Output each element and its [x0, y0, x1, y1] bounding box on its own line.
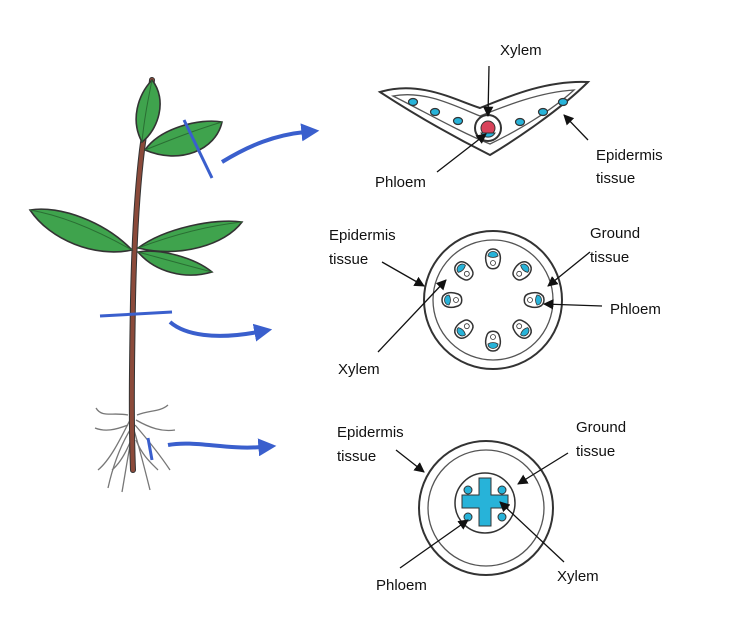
leaf-phloem-label: Phloem [375, 174, 426, 191]
root-epidermis-label-line1: Epidermis [337, 424, 404, 441]
root-xylem-cross [461, 477, 509, 527]
leaf-upper-right [143, 120, 223, 157]
root-cross-section [418, 440, 554, 576]
arrow-to-leaf-section [220, 123, 320, 164]
leaf-left [28, 208, 134, 253]
arrow-to-root-section [167, 438, 277, 457]
leaf-right [136, 220, 244, 253]
stem-cross-section [423, 230, 563, 370]
root-ground-label-line1: Ground [576, 419, 626, 436]
leaf-cut-line [182, 119, 214, 179]
stem-vascular-bundle [512, 261, 532, 281]
stem-vascular-bundle [454, 261, 474, 281]
stem-vascular-bundle [441, 291, 463, 309]
root-section-labels: Epidermis tissue Ground tissue Phloem Xy… [337, 419, 626, 594]
stem-epidermis-label-line1: Epidermis [329, 227, 396, 244]
stem-ground-label-line1: Ground [590, 225, 640, 242]
root-cut-line [146, 437, 154, 461]
stem-vascular-bundle [523, 291, 545, 309]
leaf-top [135, 78, 161, 144]
leaf-epidermis-label-line1: Epidermis [596, 147, 663, 164]
stem-cut-line [99, 310, 173, 318]
arrow-to-stem-section [168, 320, 273, 342]
stem-vascular-bundle [512, 319, 532, 339]
label-pointers [377, 65, 603, 569]
root-phloem-label: Phloem [376, 577, 427, 594]
stem-vascular-bundle [484, 248, 502, 270]
stem-epidermis-label-line2: tissue [329, 251, 368, 268]
stem-vascular-bundle [484, 330, 502, 352]
root-epidermis-label-line2: tissue [337, 448, 376, 465]
stem-xylem-label: Xylem [338, 361, 380, 378]
leaf-cross-section [377, 80, 591, 157]
stem-vascular-bundles [441, 248, 545, 352]
leaf-xylem-label: Xylem [500, 42, 542, 59]
stem-ground-label-line2: tissue [590, 249, 629, 266]
leaf-epidermis-label-line2: tissue [596, 170, 635, 187]
stem-section-labels: Epidermis tissue Ground tissue Phloem Xy… [329, 225, 661, 378]
root-ground-label-line2: tissue [576, 443, 615, 460]
root-xylem-label: Xylem [557, 568, 599, 585]
stem-vascular-bundle [454, 319, 474, 339]
stem-phloem-label: Phloem [610, 301, 661, 318]
leaf-section-labels: Xylem Phloem Epidermis tissue [375, 42, 663, 191]
section-pointer-arrows [167, 123, 320, 457]
plant-drawing [28, 77, 244, 493]
